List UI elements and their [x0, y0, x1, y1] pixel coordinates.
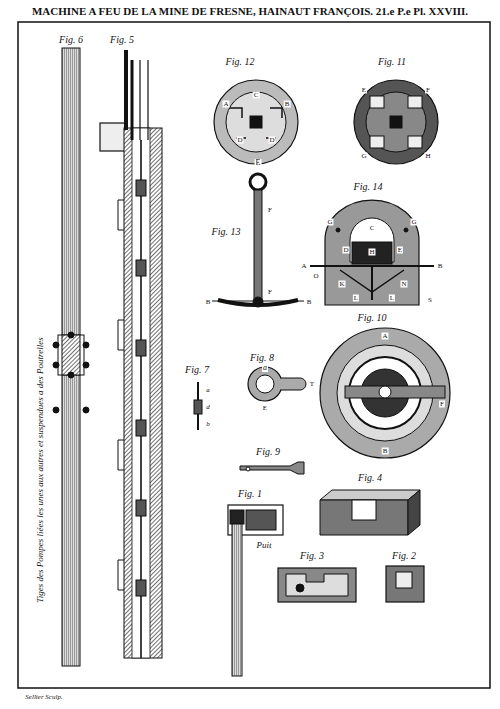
ring-handle: [248, 367, 306, 401]
figure-number: Fig. 12: [225, 57, 256, 67]
figure-number: Fig. 9: [255, 447, 281, 457]
part-letter: F: [425, 87, 431, 94]
part-letter: H: [424, 153, 431, 160]
part-letter: E: [397, 247, 403, 254]
part-letter: b: [205, 421, 211, 428]
part-letter: A: [300, 263, 307, 270]
figure-number: Fig. 4: [357, 473, 383, 483]
figure-number: Fig. 6: [58, 35, 84, 45]
plate-border: [18, 22, 490, 688]
part-letter: E: [262, 405, 268, 412]
figure-number: Fig. 13: [211, 227, 242, 237]
part-letter: D: [342, 247, 349, 254]
pump-rods: [53, 48, 89, 666]
part-letter: L: [389, 295, 395, 302]
plate-title: MACHINE A FEU DE LA MINE DE FRESNE, HAIN…: [31, 6, 469, 17]
figure-number: Fig. 11: [377, 57, 407, 67]
part-letter: E: [361, 87, 367, 94]
caption-note: Tiges des Pompes liées les unes aux autr…: [36, 336, 45, 603]
part-letter: C: [369, 225, 376, 232]
figure-number: Fig. 2: [391, 551, 417, 561]
part-letter: G: [326, 219, 333, 226]
part-letter: D: [236, 137, 243, 144]
well-plan: [228, 505, 283, 676]
part-letter: B: [284, 101, 291, 108]
figure-number: Fig. 10: [357, 313, 388, 323]
valve-chest: [310, 200, 434, 305]
figure-number: Fig. 3: [299, 551, 325, 561]
figure-number: Fig. 1: [237, 489, 263, 499]
part-letter: a: [262, 364, 268, 372]
part-letter: E: [255, 159, 262, 167]
part-letter: a: [205, 387, 211, 394]
cistern: [320, 490, 420, 535]
figure-number: Fig. 5: [109, 35, 135, 45]
part-letter: K: [338, 281, 345, 288]
part-letter: B: [205, 299, 212, 306]
part-letter: H: [368, 249, 375, 256]
part-letter: N: [400, 281, 407, 288]
part-letter: O: [312, 273, 319, 280]
engraver-signature: Sellier Sculp.: [24, 694, 63, 701]
part-letter: d: [205, 404, 211, 411]
valve-disc: [354, 80, 438, 164]
part-letter: G: [360, 153, 367, 160]
cistern-plan: [278, 568, 356, 602]
part-letter: B: [437, 263, 444, 270]
part-letter: A: [381, 333, 388, 340]
figure-number: Fig. 8: [249, 353, 275, 363]
box-plan: [386, 566, 424, 602]
key-bar: [240, 462, 304, 474]
small-bolt: [194, 382, 202, 430]
part-letter: G: [410, 219, 417, 226]
pump-column: [100, 50, 162, 658]
part-letter: B: [306, 299, 313, 306]
part-letter: S: [427, 297, 433, 304]
part-letter: A: [222, 101, 229, 108]
part-letter: B: [382, 448, 389, 455]
part-letter: F: [267, 289, 273, 296]
part-letter: D: [268, 137, 275, 144]
cylinder-cover: [320, 328, 450, 458]
part-letter: C: [253, 92, 260, 99]
place-name: Puit: [256, 541, 273, 550]
suspension-stirrup: [212, 174, 304, 307]
part-letter: F: [267, 207, 273, 214]
part-letter: F: [439, 401, 445, 408]
part-letter: T: [309, 381, 315, 388]
valve-disc: [214, 80, 298, 164]
figure-number: Fig. 14: [353, 182, 384, 192]
figure-number: Fig. 7: [184, 365, 210, 375]
part-letter: L: [353, 295, 359, 302]
